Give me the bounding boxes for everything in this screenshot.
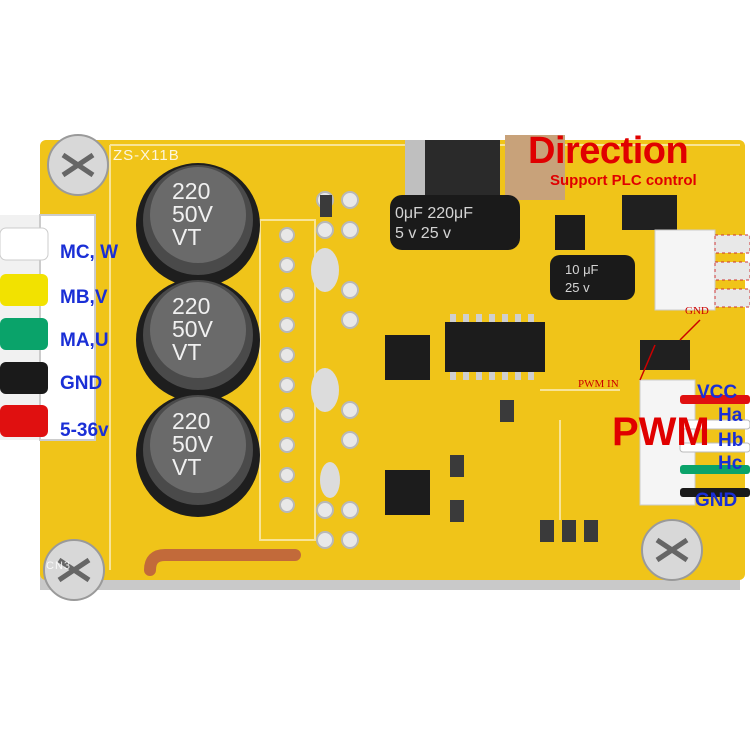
label-ma-u: MA,U — [60, 330, 109, 351]
mosfet-chip-2 — [385, 470, 430, 515]
label-hall-ha: Ha — [718, 405, 743, 426]
ic-pins — [450, 314, 534, 380]
label-power: 5-36v — [60, 420, 109, 441]
small-cap1-sub: 5 v 25 v — [395, 225, 452, 242]
screw-top-left — [47, 134, 109, 196]
direction-subtitle: Support PLC control — [550, 172, 697, 189]
wire-mb-v — [0, 274, 48, 306]
hall-wire-gnd — [680, 488, 750, 497]
capacitor-3 — [136, 393, 260, 517]
pwm-in-pointer — [639, 344, 656, 381]
label-hall-gnd: GND — [695, 490, 738, 511]
cap1-voltage: 50V — [172, 201, 213, 227]
cap1-text: 220 50V VT — [172, 180, 213, 249]
small-capacitor-2 — [550, 255, 635, 300]
transistor — [555, 215, 585, 250]
through-hole-pads — [279, 191, 359, 549]
capacitor-2 — [136, 278, 260, 402]
small-capacitor-1 — [390, 195, 520, 250]
driver-ic — [445, 322, 545, 372]
cap2-text: 220 50V VT — [172, 295, 213, 364]
direction-wire-2 — [714, 261, 750, 281]
small-cap1-text: 0μF 220μF — [395, 205, 474, 222]
hall-wire-vcc — [680, 395, 750, 404]
direction-connector — [654, 229, 716, 311]
screw-bottom-right — [641, 519, 703, 581]
small-cap2-text: 10 μF — [565, 262, 599, 277]
pwm-header[interactable] — [640, 340, 690, 370]
pwm-gnd-label: GND — [685, 305, 709, 317]
connector-label: CN3 — [46, 560, 72, 572]
cap2-value: 220 — [172, 293, 211, 319]
pwm-title: PWM — [612, 410, 710, 454]
direction-jumper[interactable] — [622, 195, 677, 230]
smd-resistors — [320, 195, 598, 542]
wire-mc-w — [0, 227, 49, 261]
label-mb-v: MB,V — [60, 287, 108, 308]
regulator-tab — [405, 140, 425, 200]
solder-blobs — [311, 248, 340, 498]
cap3-voltage: 50V — [172, 431, 213, 457]
hall-wire-hb — [679, 442, 750, 453]
pwm-in-label: PWM IN — [578, 378, 619, 390]
capacitor-1 — [136, 163, 260, 287]
label-hall-vcc: VCC — [697, 382, 738, 403]
label-mc-w: MC, W — [60, 242, 119, 263]
label-hall-hb: Hb — [718, 430, 744, 451]
hall-wire-hc — [680, 465, 750, 474]
screw-bottom-left — [43, 539, 105, 601]
direction-wire-3 — [714, 288, 750, 308]
cap2-voltage: 50V — [172, 316, 213, 342]
cap2-series: VT — [172, 339, 202, 365]
wire-power — [0, 405, 48, 437]
gnd-pointer — [679, 319, 701, 341]
direction-wire-1 — [714, 234, 750, 254]
direction-title: Direction — [528, 130, 689, 172]
mosfet-chip-1 — [385, 335, 430, 380]
cap3-text: 220 50V VT — [172, 410, 213, 479]
cap1-value: 220 — [172, 178, 211, 204]
cap1-series: VT — [172, 224, 202, 250]
hall-wire-ha — [679, 419, 750, 430]
wire-gnd — [0, 362, 48, 394]
label-hall-hc: Hc — [718, 453, 743, 474]
cap3-value: 220 — [172, 408, 211, 434]
inductor — [505, 135, 565, 200]
copper-pipe — [144, 549, 301, 576]
cap3-series: VT — [172, 454, 202, 480]
wire-ma-u — [0, 318, 48, 350]
small-cap2-sub: 25 v — [565, 280, 590, 295]
regulator-chip — [415, 140, 500, 200]
board-model: ZS-X11B — [113, 147, 180, 164]
motor-connector-plug — [39, 214, 96, 441]
label-gnd: GND — [60, 373, 103, 394]
